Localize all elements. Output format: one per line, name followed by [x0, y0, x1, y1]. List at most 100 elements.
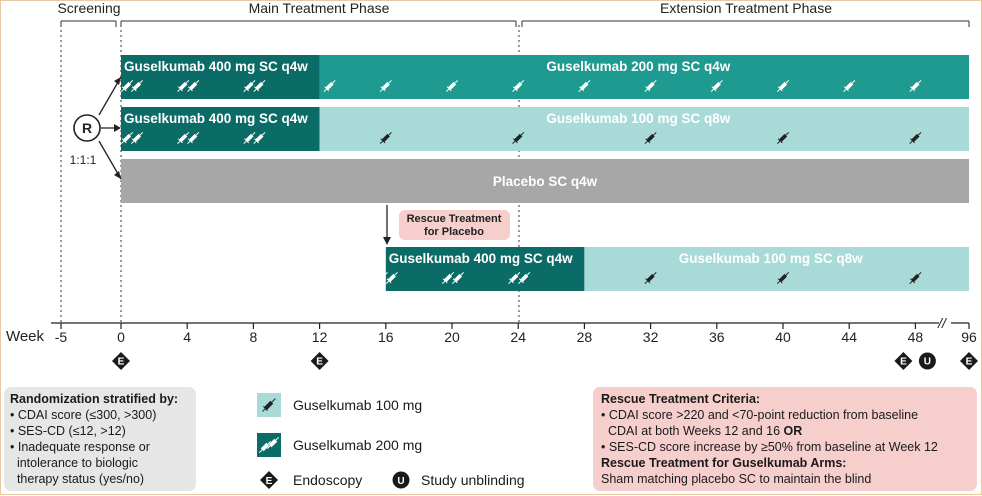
axis-tick-label: 12: [312, 329, 328, 345]
single-syringe-icon: [512, 131, 525, 145]
arm2-segment-label-1: Guselkumab 100 mg SC q8w: [546, 111, 730, 126]
stratification-line: therapy status (yes/no): [10, 472, 145, 486]
randomization-node: R 1:1:1: [70, 76, 122, 180]
svg-text:U: U: [924, 357, 931, 368]
arrowhead-arm3: [114, 171, 121, 179]
treatment-arms: Guselkumab 400 mg SC q4w Guselkumab 200 m…: [121, 55, 970, 291]
rescue-criteria-line: • CDAI score >220 and <70-point reductio…: [601, 408, 919, 422]
stratification-line: • CDAI score (≤300, >300): [10, 408, 157, 422]
endoscopy-icon: E: [310, 352, 329, 370]
double-syringe-icon: [258, 436, 280, 454]
axis-tick-label: 16: [378, 329, 394, 345]
axis-tick-label: 96: [961, 329, 977, 345]
single-syringe-icon: [644, 131, 657, 145]
double-syringe-icon: [508, 271, 531, 285]
svg-text:E: E: [118, 357, 125, 368]
single-syringe-icon: [379, 79, 392, 93]
double-syringe-icon: [120, 131, 144, 145]
double-syringe-icon: [120, 79, 144, 93]
arm2-segment-0: [121, 107, 320, 151]
axis-tick-label: 44: [841, 329, 857, 345]
axis-tick-label: 24: [510, 329, 526, 345]
single-syringe-icon: [909, 271, 922, 285]
arrowhead-arm2: [114, 124, 121, 132]
axis-tick-label: 32: [643, 329, 659, 345]
rescue-criteria-or: OR: [783, 424, 803, 438]
svg-text:E: E: [966, 357, 973, 368]
double-syringe-icon: [177, 131, 200, 145]
double-syringe-icon: [243, 79, 266, 93]
rescue-criteria-line: CDAI at both Weeks 12 and 16 OR: [601, 423, 969, 439]
arm2-segment-label-0: Guselkumab 400 mg SC q4w: [124, 111, 308, 126]
main-phase-label: Main Treatment Phase: [249, 1, 390, 16]
rescue-criteria-line2-text: CDAI at both Weeks 12 and 16: [601, 424, 784, 438]
extension-phase-label: Extension Treatment Phase: [660, 1, 832, 16]
arm1-segment-0: [121, 55, 320, 99]
arm3-segment-0: [121, 159, 969, 203]
screening-phase-label: Screening: [57, 1, 120, 16]
axis-break-marker: //: [937, 315, 948, 331]
axis-tick-label: 36: [709, 329, 725, 345]
axis-tick-label: 8: [250, 329, 258, 345]
stratification-line: • Inadequate response or: [10, 440, 150, 454]
randomization-circle: [73, 114, 101, 142]
single-syringe-icon: [262, 398, 276, 412]
phase-headers: Screening Main Treatment Phase Extension…: [57, 1, 970, 27]
rescue-callout-line2: for Placebo: [424, 226, 484, 238]
axis-tick-label: 48: [908, 329, 924, 345]
single-syringe-icon: [578, 79, 591, 93]
axis-tick-label: 0: [117, 329, 125, 345]
single-syringe-icon: [776, 271, 790, 285]
single-syringe-icon: [644, 271, 657, 285]
arm1-segment-1: [319, 55, 970, 99]
double-syringe-icon: [177, 79, 200, 93]
axis-tick-label: 4: [183, 329, 191, 345]
rescue-criteria-line: • SES-CD score increase by ≥50% from bas…: [601, 440, 938, 454]
single-syringe-icon: [776, 79, 790, 93]
rescue-segment-label-0: Guselkumab 400 mg SC q4w: [389, 251, 573, 266]
arm1-segment-label-1: Guselkumab 200 mg SC q4w: [546, 59, 730, 74]
arm3-segment-label-0: Placebo SC q4w: [493, 174, 598, 189]
randomization-symbol: R: [82, 120, 92, 136]
single-syringe-icon: [710, 79, 723, 93]
legend-swatch-200mg: [257, 433, 281, 457]
single-syringe-icon: [644, 79, 657, 93]
svg-text:E: E: [900, 357, 907, 368]
endoscopy-icon: E: [960, 352, 978, 370]
timeline-diagram: Screening Main Treatment Phase Extension…: [6, 1, 978, 370]
single-syringe-icon: [843, 79, 856, 93]
rescue-guselkumab-line: Sham matching placebo SC to maintain the…: [601, 472, 872, 486]
single-syringe-icon: [909, 131, 922, 145]
axis-tick-label: -5: [55, 329, 68, 345]
stratification-line: • SES-CD (≤12, >12): [10, 424, 126, 438]
axis-tick-label: 28: [577, 329, 593, 345]
legend-label-unblinding: Study unblinding: [421, 472, 525, 488]
rescue-arrowhead: [383, 237, 391, 245]
rescue-callout-group: Rescue Treatment for Placebo: [383, 205, 510, 245]
double-syringe-icon: [243, 131, 266, 145]
endoscopy-icon: E: [260, 471, 278, 489]
arrowhead-arm1: [114, 77, 121, 85]
double-syringe-icon: [441, 271, 465, 285]
rescue-segment-label-1: Guselkumab 100 mg SC q8w: [679, 251, 863, 266]
rescue-callout-line1: Rescue Treatment: [407, 213, 502, 225]
legend-label-100mg: Guselkumab 100 mg: [293, 397, 423, 413]
rescue-criteria-box: Rescue Treatment Criteria: • CDAI score …: [593, 387, 977, 491]
single-syringe-icon: [323, 79, 336, 93]
endoscopy-icon: E: [894, 352, 913, 370]
single-syringe-icon: [776, 131, 790, 145]
single-syringe-icon: [379, 131, 392, 145]
legend-label-200mg: Guselkumab 200 mg: [293, 437, 423, 453]
legend-swatch-100mg: [257, 393, 281, 417]
svg-text:U: U: [397, 476, 404, 487]
axis-tick-label: 40: [775, 329, 791, 345]
randomization-ratio: 1:1:1: [70, 153, 97, 167]
rescue-segment-1: [584, 247, 969, 291]
endoscopy-icon: E: [112, 352, 130, 370]
unblinding-icon: U: [392, 471, 410, 489]
arm2-segment-1: [319, 107, 970, 151]
